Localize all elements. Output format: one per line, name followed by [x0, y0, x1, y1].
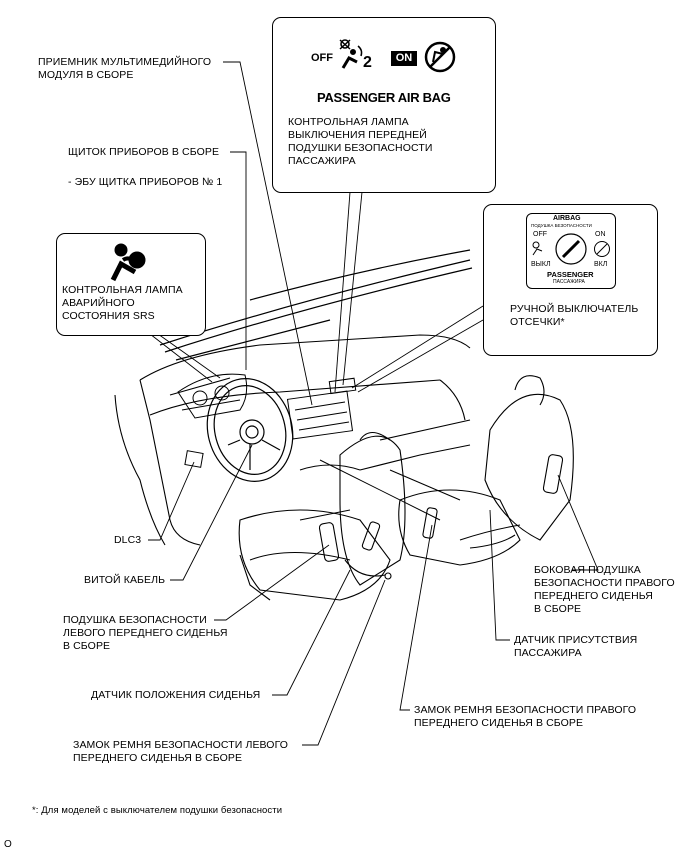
switch-knob-icon: [555, 233, 587, 265]
passenger-airbag-seat-number: 2: [363, 54, 372, 71]
passenger-airbag-callout: OFF 2 ON PASSENGER AIR BAG КОНТРОЛЬНАЯ Л…: [272, 17, 496, 193]
srs-warning-callout: КОНТРОЛЬНАЯ ЛАМПА АВАРИЙНОГО СОСТОЯНИЯ S…: [56, 233, 206, 336]
switch-passenger-sub-text: ПАССАЖИРА: [553, 279, 585, 285]
dlc3-connector-drawing: [184, 450, 204, 468]
passenger-airbag-on-indicator: ON: [391, 51, 417, 66]
srs-warning-label: КОНТРОЛЬНАЯ ЛАМПА АВАРИЙНОГО СОСТОЯНИЯ S…: [62, 284, 183, 322]
dlc3-label: DLC3: [114, 534, 142, 546]
left-seat-drawing: [238, 431, 406, 601]
left-seat-airbag-label: ПОДУШКА БЕЗОПАСНОСТИ ЛЕВОГО ПЕРЕДНЕГО СИ…: [63, 614, 228, 652]
left-seatbelt-buckle-label: ЗАМОК РЕМНЯ БЕЗОПАСНОСТИ ЛЕВОГО ПЕРЕДНЕГ…: [73, 739, 289, 764]
passenger-airbag-title: PASSENGER AIR BAG: [317, 90, 451, 105]
passenger-airbag-on-text: ON: [395, 52, 413, 64]
child-seat-prohibited-icon: [424, 41, 456, 73]
seat-position-sensor-label: ДАТЧИК ПОЛОЖЕНИЯ СИДЕНЬЯ: [91, 689, 261, 701]
switch-passenger-text: PASSENGER: [547, 270, 594, 279]
leader-lines: [148, 61, 599, 746]
manual-cutoff-switch-label: РУЧНОЙ ВЫКЛЮЧАТЕЛЬ ОТСЕЧКИ*: [510, 303, 639, 328]
combination-meter-drawing: [177, 373, 248, 419]
spiral-cable-label: ВИТОЙ КАБЕЛЬ: [84, 574, 166, 586]
passenger-airbag-off-text: OFF: [311, 52, 333, 64]
switch-airbag-text: AIRBAG: [553, 215, 581, 222]
console-floor-outline: [299, 459, 461, 521]
combination-meter-label: ЩИТОК ПРИБОРОВ В СБОРЕ: [68, 146, 220, 158]
manual-cutoff-switch-callout: AIRBAG ПОДУШКА БЕЗОПАСНОСТИ OFF ON ВЫКЛ …: [483, 204, 658, 356]
switch-off-airbag-icon: [532, 241, 543, 256]
passenger-airbag-lamp-label: КОНТРОЛЬНАЯ ЛАМПА ВЫКЛЮЧЕНИЯ ПЕРЕДНЕЙ ПО…: [288, 116, 433, 167]
right-seatbelt-buckle-label: ЗАМОК РЕМНЯ БЕЗОПАСНОСТИ ПРАВОГО ПЕРЕДНЕ…: [414, 704, 637, 729]
airbag-off-icon: [339, 39, 363, 69]
figure-corner-mark: O: [4, 839, 12, 850]
switch-vkl-text: ВКЛ: [594, 261, 608, 268]
switch-off-text: OFF: [533, 231, 547, 238]
switch-on-airbag-icon: [594, 241, 610, 257]
multimedia-module-drawing: [286, 377, 357, 440]
occupant-sensor-label: ДАТЧИК ПРИСУТСТВИЯ ПАССАЖИРА: [514, 634, 638, 659]
switch-airbag-sub-text: ПОДУШКА БЕЗОПАСНОСТИ: [531, 223, 592, 228]
cutoff-switch-panel: AIRBAG ПОДУШКА БЕЗОПАСНОСТИ OFF ON ВЫКЛ …: [526, 213, 616, 289]
right-seat-drawing: [398, 375, 574, 566]
meter-ecu-label: - ЭБУ ЩИТКА ПРИБОРОВ № 1: [68, 176, 223, 188]
switch-on-text: ON: [595, 231, 606, 238]
srs-warning-icon: [110, 243, 146, 282]
footnote: *: Для моделей с выключателем подушки бе…: [32, 805, 283, 816]
windshield-frame: [159, 249, 473, 361]
multimedia-receiver-label: ПРИЕМНИК МУЛЬТИМЕДИЙНОГО МОДУЛЯ В СБОРЕ: [38, 56, 212, 81]
right-side-airbag-label: БОКОВАЯ ПОДУШКА БЕЗОПАСНОСТИ ПРАВОГО ПЕР…: [534, 564, 675, 615]
switch-vykl-text: ВЫКЛ: [531, 261, 551, 268]
steering-wheel-drawing: [206, 378, 294, 482]
dashboard-outline: [114, 334, 471, 546]
